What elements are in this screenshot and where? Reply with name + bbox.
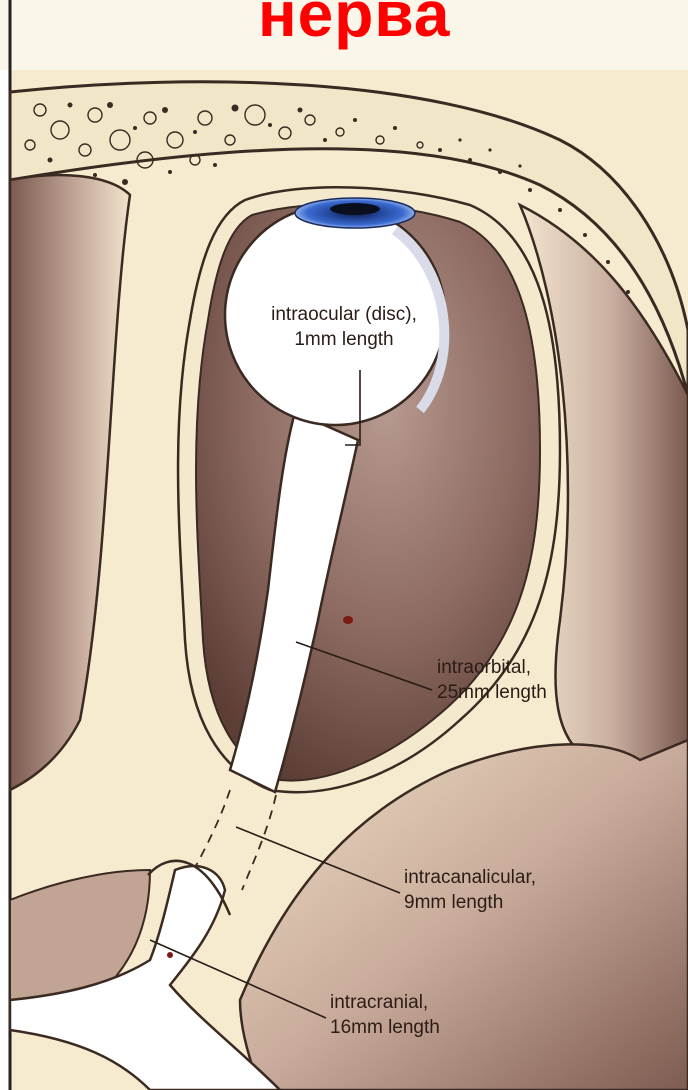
label-intracranial-length: 16mm length xyxy=(330,1015,440,1040)
label-intracranial: intracranial, 16mm length xyxy=(330,990,440,1040)
label-intracanalicular: intracanalicular, 9mm length xyxy=(404,865,536,915)
blood-spot xyxy=(343,616,353,624)
label-intraocular-name: intraocular (disc), xyxy=(264,302,424,327)
blood-spot-small xyxy=(167,952,173,958)
label-intraocular-length: 1mm length xyxy=(264,327,424,352)
label-intraocular: intraocular (disc), 1mm length xyxy=(264,302,424,352)
pupil xyxy=(330,203,380,215)
page-title: нерва xyxy=(258,0,450,46)
label-intracranial-name: intracranial, xyxy=(330,990,440,1015)
label-intracanalicular-name: intracanalicular, xyxy=(404,865,536,890)
label-intraorbital-name: intraorbital, xyxy=(437,655,547,680)
label-intraorbital-length: 25mm length xyxy=(437,680,547,705)
label-intraorbital: intraorbital, 25mm length xyxy=(437,655,547,705)
label-intracanalicular-length: 9mm length xyxy=(404,890,536,915)
